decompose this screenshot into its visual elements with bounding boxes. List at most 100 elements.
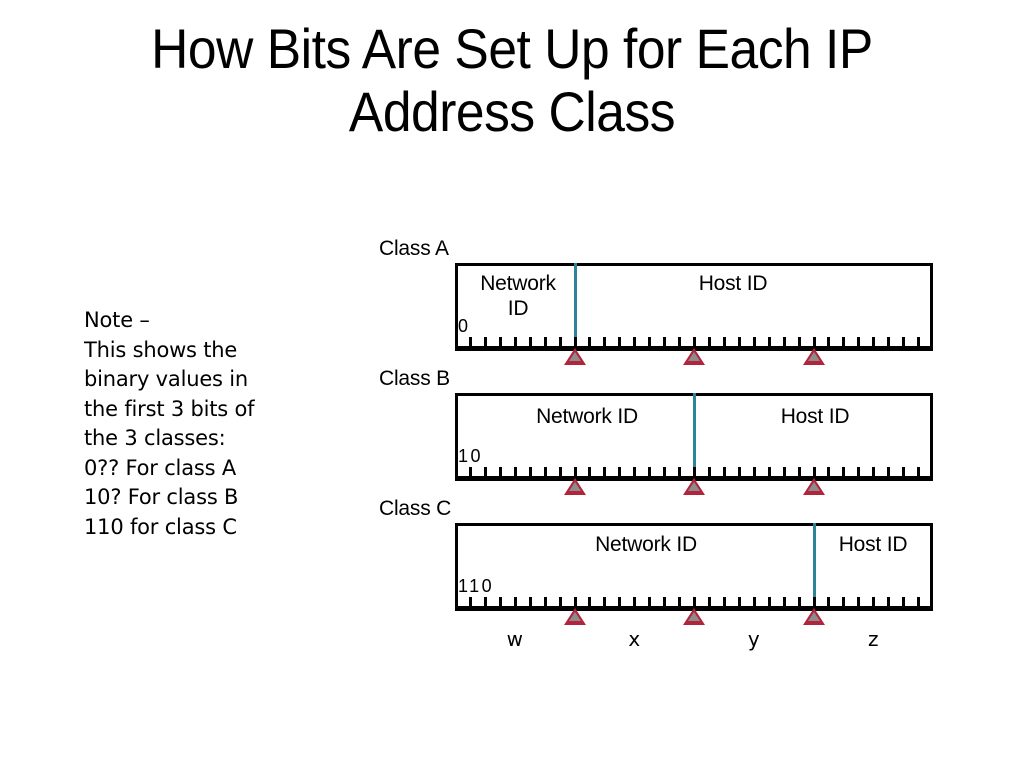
bit-tick: [902, 597, 906, 611]
bit-tick: [737, 467, 741, 481]
class-a-label: Class A: [379, 237, 449, 260]
bit-tick: [543, 597, 547, 611]
bit-tick: [767, 597, 771, 611]
bit-tick: [455, 461, 458, 481]
bit-tick: [930, 331, 933, 351]
bit-tick: [812, 597, 816, 611]
bit-tick: [782, 597, 786, 611]
bit-tick: [752, 337, 756, 351]
bit-tick: [797, 467, 801, 481]
octet-boundary-marker-fill: [807, 612, 820, 621]
bit-tick: [573, 467, 577, 481]
octet-boundary-marker-fill: [807, 482, 820, 491]
bit-tick: [483, 337, 487, 351]
class-a-field-divider: [573, 263, 577, 352]
octet-boundary-marker-fill: [807, 352, 820, 361]
bit-tick: [857, 597, 861, 611]
bit-tick: [767, 337, 771, 351]
bit-tick: [752, 467, 756, 481]
bit-tick: [827, 337, 831, 351]
bit-tick: [872, 337, 876, 351]
bit-tick: [678, 337, 682, 351]
class-b-field-divider: [693, 393, 696, 482]
bit-tick: [498, 467, 502, 481]
bit-tick: [528, 597, 532, 611]
class-c-field-divider: [812, 523, 816, 612]
class-c-address-box: [455, 523, 933, 611]
octet-label-w: w: [506, 627, 523, 651]
bit-tick: [558, 337, 562, 351]
bit-tick: [872, 597, 876, 611]
bit-tick: [930, 591, 933, 611]
octet-label-y: y: [747, 627, 760, 651]
bit-tick: [618, 337, 622, 351]
bit-tick: [782, 337, 786, 351]
octet-boundary-marker: [802, 348, 825, 365]
bit-tick: [648, 597, 652, 611]
bit-tick: [588, 337, 592, 351]
bit-tick: [872, 467, 876, 481]
octet-boundary-marker-fill: [568, 352, 581, 361]
bit-tick: [917, 337, 921, 351]
bit-tick: [603, 467, 607, 481]
bit-tick: [663, 337, 667, 351]
bit-tick: [707, 337, 711, 351]
bit-tick: [842, 597, 846, 611]
class-b-bit-prefix: 10: [458, 446, 484, 466]
bit-tick: [558, 597, 562, 611]
bit-tick: [693, 597, 696, 611]
bit-tick: [797, 337, 801, 351]
bit-tick: [498, 597, 502, 611]
bit-tick: [603, 597, 607, 611]
bit-tick: [930, 461, 933, 481]
bit-tick: [737, 337, 741, 351]
bit-tick: [722, 467, 726, 481]
octet-label-z: z: [868, 627, 879, 651]
bit-tick: [902, 467, 906, 481]
bit-tick: [468, 597, 472, 611]
bit-tick: [857, 337, 861, 351]
bit-tick: [663, 597, 667, 611]
bit-tick: [633, 337, 637, 351]
bit-tick: [707, 467, 711, 481]
bit-tick: [797, 597, 801, 611]
bit-tick: [917, 597, 921, 611]
octet-boundary-marker: [563, 348, 586, 365]
bit-tick: [767, 467, 771, 481]
bit-tick: [573, 597, 577, 611]
bit-tick: [648, 467, 652, 481]
bit-tick: [887, 467, 891, 481]
bit-tick: [588, 597, 592, 611]
bit-tick: [782, 467, 786, 481]
bit-tick: [812, 337, 816, 351]
bit-tick: [678, 597, 682, 611]
class-a-network-id-label: Network ID: [480, 272, 556, 320]
bit-tick: [633, 467, 637, 481]
bit-tick: [693, 467, 696, 481]
octet-label-x: x: [628, 627, 641, 651]
octet-boundary-marker-fill: [688, 352, 700, 361]
bit-tick: [827, 597, 831, 611]
bit-tick: [842, 467, 846, 481]
bit-tick: [468, 467, 472, 481]
class-a-bit-prefix: 0: [458, 316, 471, 336]
octet-boundary-marker: [802, 608, 825, 625]
bit-tick: [455, 591, 458, 611]
bit-tick: [558, 467, 562, 481]
bit-tick: [693, 337, 696, 351]
bit-tick: [678, 467, 682, 481]
bit-tick: [528, 337, 532, 351]
bit-tick: [902, 337, 906, 351]
bit-tick: [917, 467, 921, 481]
class-b-network-id-label: Network ID: [536, 405, 638, 428]
octet-boundary-marker-fill: [568, 612, 581, 621]
class-c-label: Class C: [379, 497, 452, 520]
bit-tick: [618, 467, 622, 481]
bit-tick: [648, 337, 652, 351]
bit-tick: [737, 597, 741, 611]
bit-tick: [543, 467, 547, 481]
octet-boundary-marker: [563, 478, 586, 495]
class-c-host-id-label: Host ID: [838, 533, 908, 556]
bit-tick: [887, 597, 891, 611]
